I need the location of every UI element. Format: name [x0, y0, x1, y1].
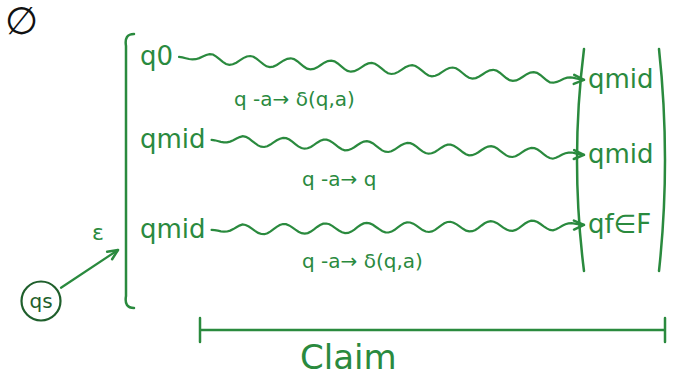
circle-stroke: [22, 282, 61, 321]
state-circle: qs: [20, 280, 62, 322]
state-entry: qmid: [140, 125, 206, 155]
transition-label: ε: [90, 220, 106, 245]
wavy-transition-arrow: [212, 136, 584, 159]
bracket-stroke: [126, 34, 134, 308]
state-entry: qmid: [140, 215, 206, 245]
transition-label: q -a→ δ(q,a): [232, 88, 357, 111]
arrow-head: [107, 250, 118, 259]
claim-bracket-line: [200, 318, 665, 342]
state-name: qf∈F: [588, 210, 651, 240]
state-set-bracket: q0 qmid qmid: [122, 30, 217, 312]
state-name: qmid: [140, 215, 206, 245]
arrow-head: [574, 75, 584, 84]
epsilon-arrow: [61, 250, 118, 288]
wavy-transition-arrow: [179, 54, 584, 82]
empty-set-symbol: ∅: [3, 0, 40, 44]
state-name: q0: [140, 42, 173, 72]
state-set-bracket: qmid qmid qf∈F: [574, 45, 667, 275]
state-entry: q0: [140, 42, 173, 72]
claim-label: Claim: [298, 338, 399, 377]
state-entry: qf∈F: [588, 210, 651, 240]
state-name: qmid: [140, 125, 206, 155]
bracket-stroke: [577, 49, 665, 271]
state-entry: qmid: [588, 140, 654, 170]
state-name: qmid: [588, 140, 654, 170]
state-name: qmid: [588, 65, 654, 95]
bracket-outline: [122, 30, 217, 312]
wavy-transition-arrow: [212, 221, 584, 235]
transition-label: q -a→ δ(q,a): [300, 250, 425, 273]
state-entry: qmid: [588, 65, 654, 95]
state-name: qs: [29, 290, 52, 313]
arrow-head: [574, 150, 584, 159]
transition-label: q -a→ q: [300, 168, 378, 191]
